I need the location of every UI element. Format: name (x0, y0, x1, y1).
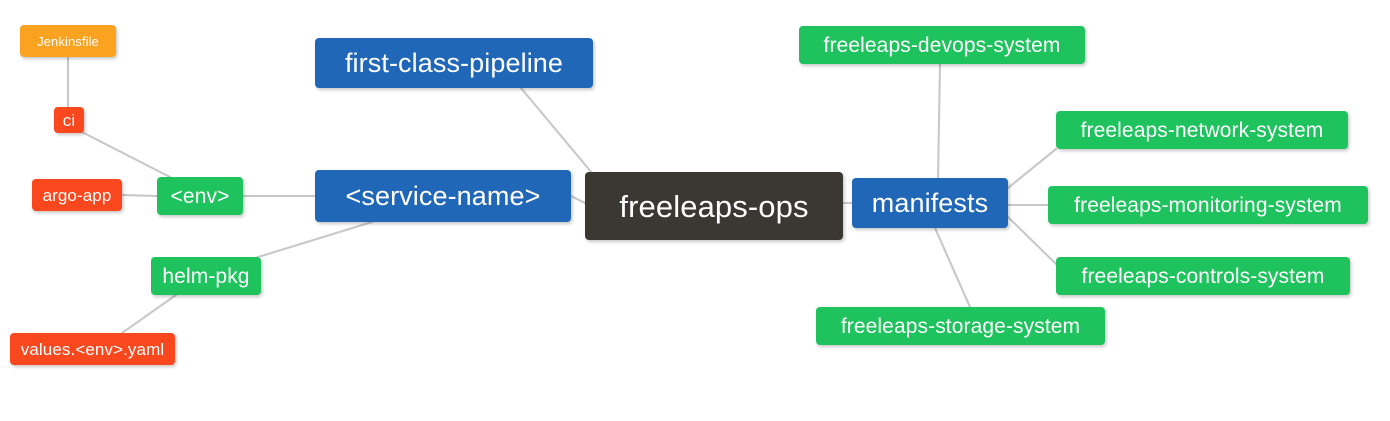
node-label-service-name: <service-name> (345, 180, 541, 211)
node-helm-pkg[interactable]: helm-pkg (151, 257, 261, 295)
node-ci[interactable]: ci (54, 107, 84, 133)
node-first-class-pipeline[interactable]: first-class-pipeline (315, 38, 593, 88)
edge-service-name-to-freeleaps-ops (569, 194, 587, 205)
edge-freeleaps-devops-system-to-manifests (936, 62, 942, 180)
node-jenkinsfile[interactable]: Jenkinsfile (20, 25, 116, 57)
node-values-env-yaml[interactable]: values.<env>.yaml (10, 333, 175, 365)
node-label-first-class-pipeline: first-class-pipeline (344, 47, 564, 78)
node-freeleaps-ops[interactable]: freeleaps-ops (585, 172, 843, 240)
edge-helm-pkg-to-service-name (253, 220, 374, 260)
node-label-helm-pkg: helm-pkg (162, 264, 250, 288)
node-label-freeleaps-ops: freeleaps-ops (619, 188, 809, 224)
node-freeleaps-storage-system[interactable]: freeleaps-storage-system (816, 307, 1105, 345)
edge-first-class-pipeline-to-freeleaps-ops (519, 86, 599, 181)
edge-argo-app-to-env (120, 193, 159, 198)
node-env[interactable]: <env> (157, 177, 243, 215)
node-label-freeleaps-storage-system: freeleaps-storage-system (840, 314, 1081, 338)
node-freeleaps-network-system[interactable]: freeleaps-network-system (1056, 111, 1348, 149)
node-freeleaps-devops-system[interactable]: freeleaps-devops-system (799, 26, 1085, 64)
node-label-jenkinsfile: Jenkinsfile (37, 33, 99, 49)
edge-ci-to-env (78, 129, 172, 179)
edge-freeleaps-storage-system-to-manifests (933, 226, 972, 309)
node-service-name[interactable]: <service-name> (315, 170, 571, 222)
node-label-values-env-yaml: values.<env>.yaml (20, 339, 165, 359)
node-label-freeleaps-devops-system: freeleaps-devops-system (823, 33, 1061, 57)
node-freeleaps-controls-system[interactable]: freeleaps-controls-system (1056, 257, 1350, 295)
node-label-env: <env> (170, 184, 230, 208)
node-label-freeleaps-network-system: freeleaps-network-system (1080, 118, 1324, 142)
edge-values-env-yaml-to-helm-pkg (120, 293, 178, 335)
node-label-freeleaps-controls-system: freeleaps-controls-system (1081, 264, 1325, 288)
node-argo-app[interactable]: argo-app (32, 179, 122, 211)
node-freeleaps-monitoring-system[interactable]: freeleaps-monitoring-system (1048, 186, 1368, 224)
node-label-manifests: manifests (871, 187, 989, 218)
node-label-argo-app: argo-app (42, 185, 112, 205)
edge-freeleaps-network-system-to-manifests (1006, 147, 1058, 190)
edge-freeleaps-controls-system-to-manifests (1006, 215, 1058, 266)
node-label-freeleaps-monitoring-system: freeleaps-monitoring-system (1074, 193, 1342, 217)
node-manifests[interactable]: manifests (852, 178, 1008, 228)
node-label-ci: ci (62, 110, 76, 130)
